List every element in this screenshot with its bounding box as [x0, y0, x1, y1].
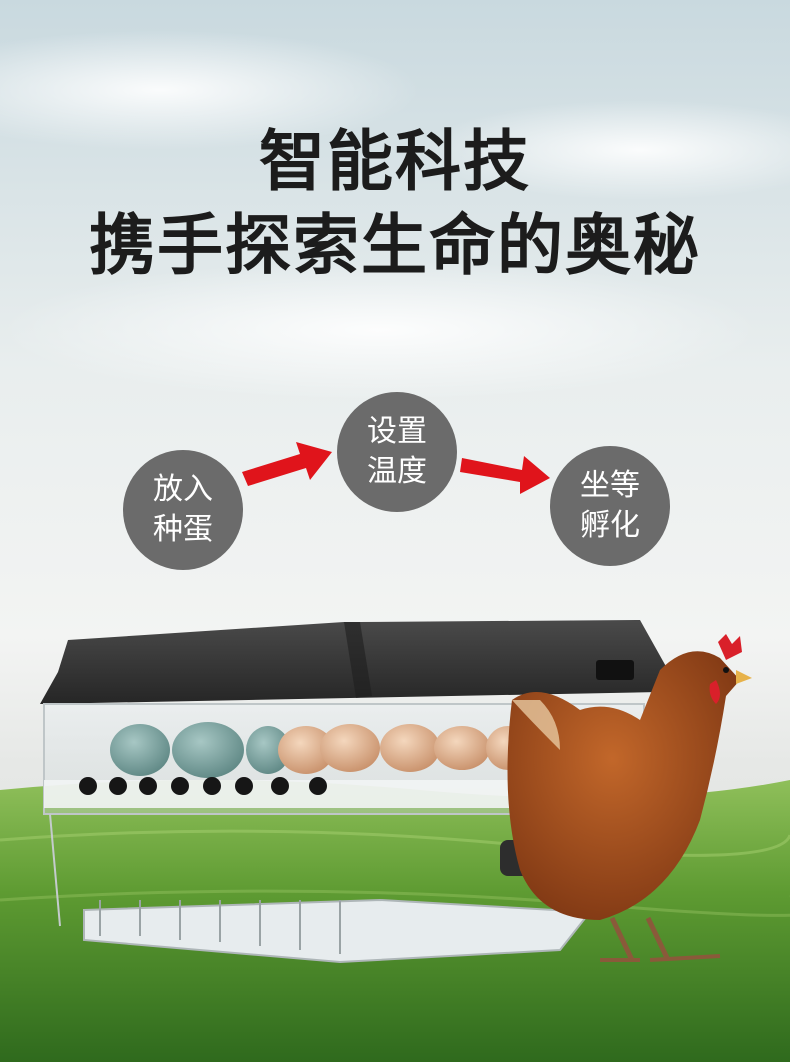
step-label-line-1: 设置: [367, 414, 427, 449]
arrow-right-icon: [242, 442, 332, 486]
headline-line-2: 携手探索生命的奥秘: [89, 207, 701, 284]
step-label-line-1: 放入: [153, 472, 213, 507]
step-label-line-2: 温度: [367, 454, 427, 489]
arrow-right-icon: [460, 456, 550, 494]
power-socket-icon: [596, 660, 634, 680]
step-label-line-1: 坐等: [580, 468, 640, 503]
step-label-line-2: 种蛋: [153, 512, 213, 547]
headline-line-1: 智能科技: [259, 123, 531, 200]
step-wait-hatch: 坐等 孵化: [550, 446, 670, 566]
hen-illustration: [507, 634, 752, 962]
step-label-line-2: 孵化: [580, 508, 640, 543]
step-set-temperature: 设置 温度: [337, 392, 457, 512]
incubator-illustration: [40, 620, 752, 964]
step-place-eggs: 放入 种蛋: [123, 450, 243, 570]
